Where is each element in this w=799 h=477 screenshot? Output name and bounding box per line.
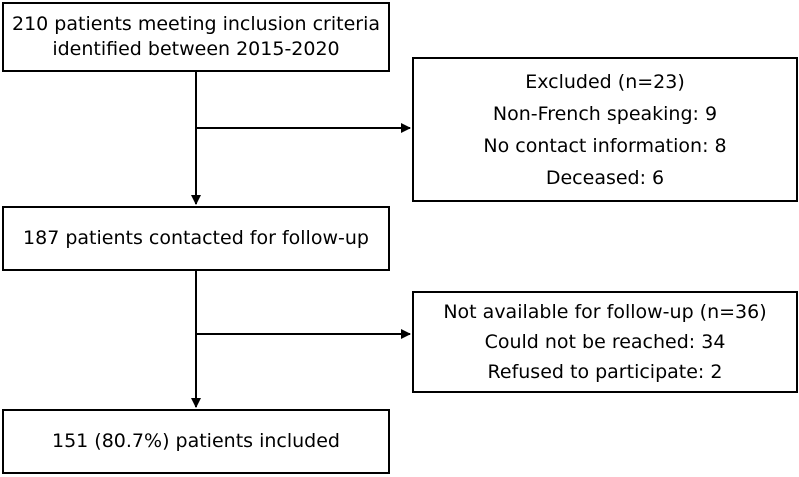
excluded-reason: Deceased: 6 <box>545 166 665 189</box>
screening-box: 210 patients meeting inclusion criteria … <box>2 2 390 72</box>
included-box: 151 (80.7%) patients included <box>2 409 390 474</box>
excluded-title: Excluded (n=23) <box>525 70 685 93</box>
not-available-reason: Could not be reached: 34 <box>484 331 726 353</box>
included-line: 151 (80.7%) patients included <box>52 430 340 452</box>
not-available-title: Not available for follow-up (n=36) <box>443 301 767 323</box>
not-available-reason: Refused to participate: 2 <box>487 361 723 383</box>
contacted-line: 187 patients contacted for follow-up <box>23 227 369 249</box>
screening-line-2: identified between 2015-2020 <box>52 38 340 60</box>
excluded-reason: No contact information: 8 <box>483 134 727 157</box>
screening-line-1: 210 patients meeting inclusion criteria <box>12 13 380 35</box>
excluded-box: Excluded (n=23) Non-French speaking: 9 N… <box>412 57 798 202</box>
excluded-reason: Non-French speaking: 9 <box>492 102 718 125</box>
not-available-box: Not available for follow-up (n=36) Could… <box>412 291 798 393</box>
contacted-box: 187 patients contacted for follow-up <box>2 206 390 271</box>
